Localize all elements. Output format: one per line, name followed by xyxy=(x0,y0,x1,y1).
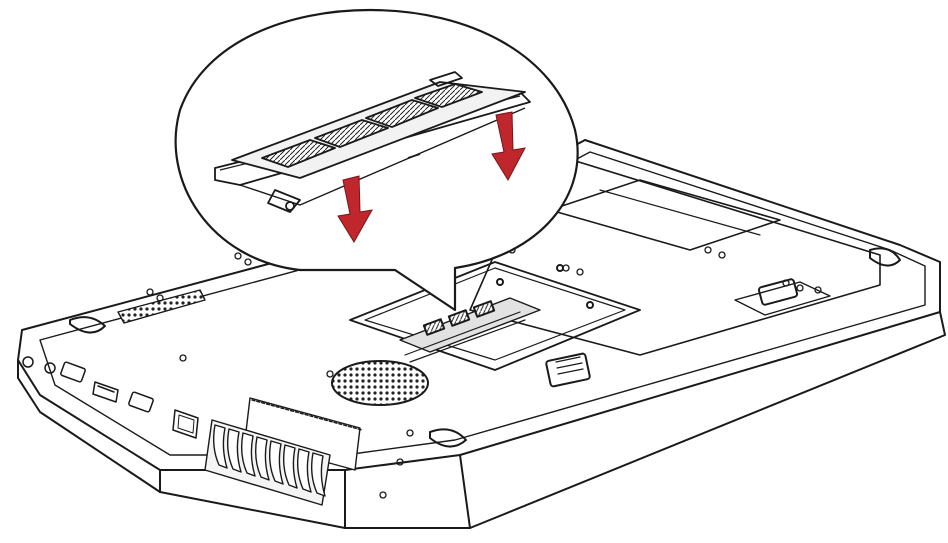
vent-small xyxy=(117,289,206,324)
memory-module xyxy=(214,71,531,213)
arrow-down-icon xyxy=(491,111,526,182)
memory-bay xyxy=(349,261,641,371)
speaker-grille xyxy=(331,360,429,406)
access-panel xyxy=(549,179,781,251)
side-ports xyxy=(22,356,199,439)
arrow-down-icon xyxy=(337,175,373,243)
battery-bay xyxy=(469,149,881,388)
zoom-callout xyxy=(174,8,579,312)
side-vent xyxy=(204,397,363,506)
